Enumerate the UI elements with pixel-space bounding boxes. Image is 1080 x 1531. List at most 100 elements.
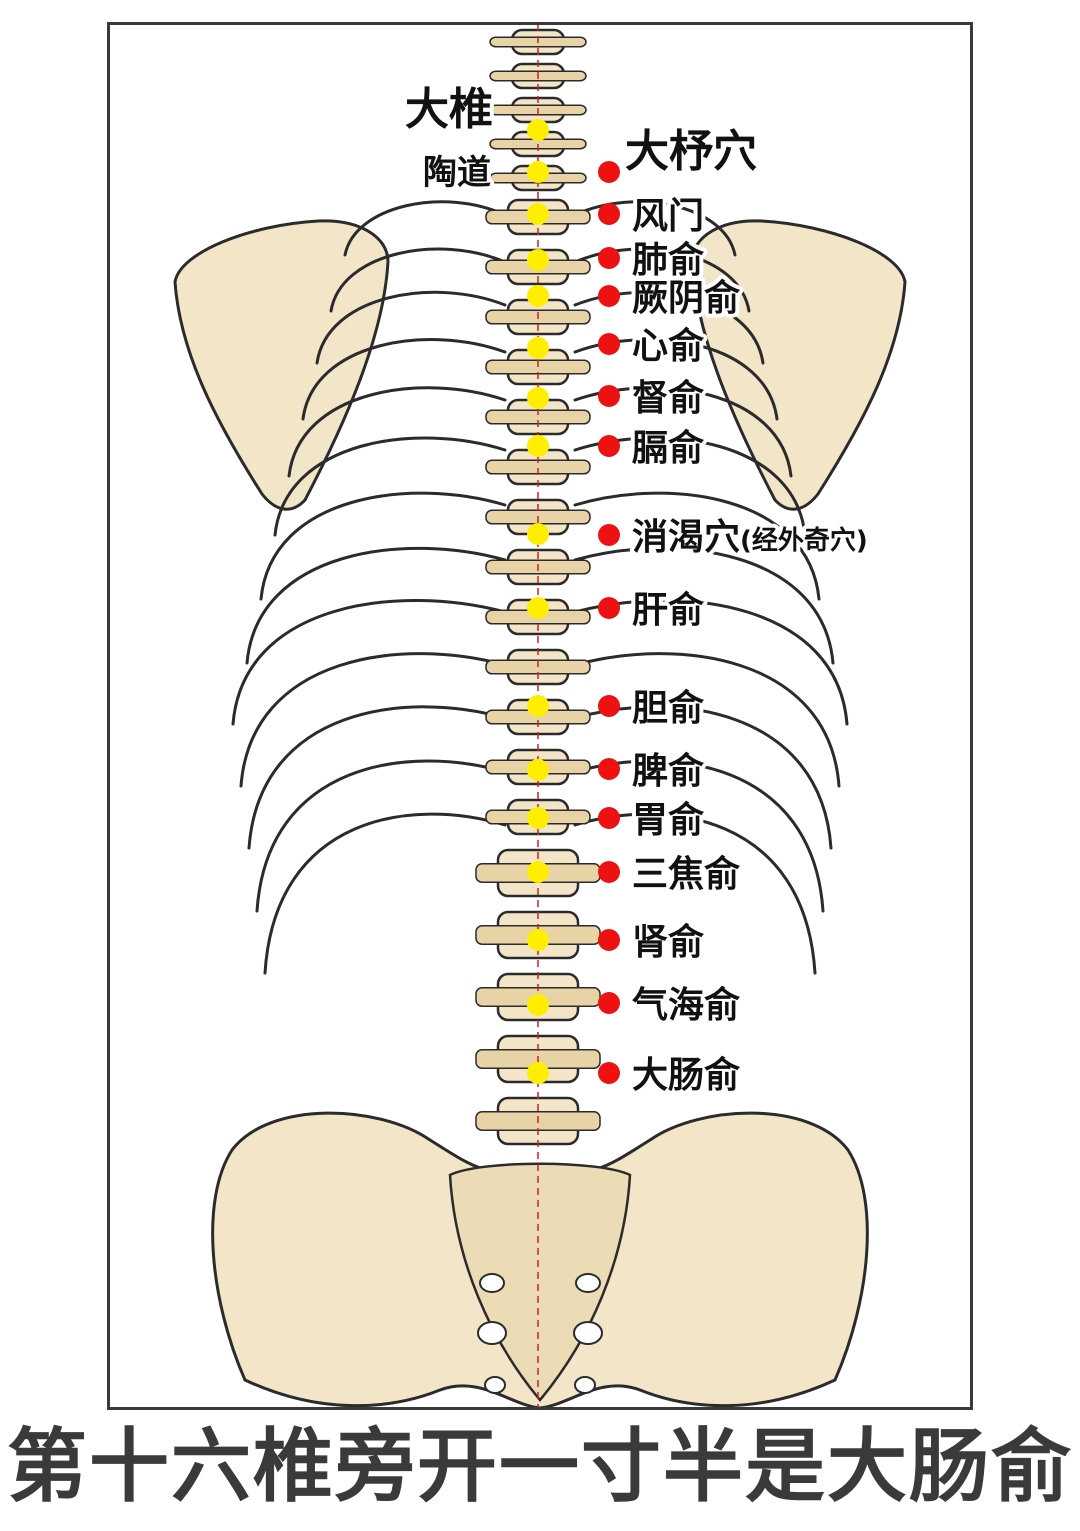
- side-label-text-8: 消渴穴(经外奇穴): [632, 517, 868, 558]
- side-label-text-11: 脾俞: [632, 750, 705, 792]
- bladder-point-15: [598, 992, 620, 1014]
- bladder-point-8: [598, 524, 620, 546]
- svg-text:督俞: 督俞: [632, 377, 705, 419]
- caption: 第十六椎旁开一寸半是大肠俞: [7, 1419, 1073, 1513]
- bladder-point-4: [598, 285, 620, 307]
- left-rib-8: [245, 546, 507, 665]
- left-rib-5: [287, 386, 507, 478]
- svg-text:厥阴俞: 厥阴俞: [632, 277, 741, 319]
- sacrum: [448, 1162, 632, 1402]
- left-rib-6: [273, 436, 507, 537]
- illustration-frame: [107, 22, 973, 1410]
- svg-text:大肠俞: 大肠俞: [632, 1054, 741, 1096]
- governor-point-4: [527, 249, 549, 271]
- bladder-point-13: [598, 861, 620, 883]
- left-rib-2: [329, 247, 507, 313]
- side-label-text-6: 督俞: [632, 377, 705, 419]
- left-scapula: [173, 219, 390, 511]
- bladder-point-14: [598, 929, 620, 951]
- side-label-text-12: 胃俞: [632, 799, 705, 841]
- side-label-text-1: 大杼穴: [625, 126, 757, 177]
- right-rib-10: [573, 652, 841, 788]
- side-label-text-7: 膈俞: [631, 427, 705, 469]
- svg-text:脾俞: 脾俞: [632, 750, 705, 792]
- governor-point-12: [527, 759, 549, 781]
- governor-point-2: [527, 161, 549, 183]
- side-label-text-5: 心俞: [632, 325, 705, 367]
- svg-text:风门: 风门: [632, 196, 704, 237]
- svg-text:消渴穴(经外奇穴): 消渴穴(经外奇穴): [632, 517, 868, 558]
- side-label-note: (经外奇穴): [740, 525, 868, 556]
- bladder-point-7: [598, 435, 620, 457]
- governor-point-15: [527, 929, 549, 951]
- bladder-point-2: [598, 203, 620, 225]
- bladder-point-12: [598, 807, 620, 829]
- governor-point-9: [527, 523, 549, 545]
- left-rib-3: [315, 290, 507, 365]
- side-label-text-2: 风门: [632, 196, 704, 237]
- bladder-point-1: [598, 161, 620, 183]
- right-rib-1: [573, 200, 737, 257]
- side-label-text-3: 肺俞: [632, 239, 705, 281]
- left-rib-10: [239, 652, 507, 788]
- right-rib-9: [573, 599, 849, 726]
- svg-text:气海俞: 气海俞: [632, 984, 741, 1026]
- midline-label-1: 大椎: [405, 84, 493, 135]
- svg-text:三焦俞: 三焦俞: [632, 853, 741, 895]
- left-rib-13: [263, 812, 507, 975]
- governor-point-14: [527, 861, 549, 883]
- bladder-meridian-points: [598, 161, 620, 1084]
- side-label-text-13: 三焦俞: [632, 853, 741, 895]
- governor-vessel-points: [527, 119, 549, 1084]
- midline-label-halo-2: 陶道: [423, 153, 491, 193]
- svg-text:肾俞: 肾俞: [632, 921, 705, 963]
- bladder-point-9: [598, 597, 620, 619]
- svg-text:胃俞: 胃俞: [632, 799, 705, 841]
- left-rib-11: [247, 705, 507, 850]
- svg-text:肺俞: 肺俞: [632, 239, 705, 281]
- left-rib-1: [343, 200, 507, 257]
- side-label-text-16: 大肠俞: [632, 1054, 741, 1096]
- side-label-text-4: 厥阴俞: [632, 277, 741, 319]
- right-rib-7: [573, 491, 821, 601]
- side-label-text-15: 气海俞: [632, 984, 741, 1026]
- side-point-labels: 大杼穴大杼穴风门风门肺俞肺俞厥阴俞厥阴俞心俞心俞督俞督俞膈俞膈俞消渴穴(经外奇穴…: [621, 122, 872, 1100]
- left-rib-4: [301, 338, 507, 421]
- side-label-text-9: 肝俞: [632, 589, 705, 631]
- right-scapula: [690, 219, 907, 511]
- midline-label-2: 陶道: [423, 153, 491, 193]
- bladder-point-5: [598, 333, 620, 355]
- svg-text:心俞: 心俞: [632, 325, 705, 367]
- governor-point-11: [527, 695, 549, 717]
- right-rib-8: [573, 546, 835, 665]
- side-label-8: 消渴穴(经外奇穴)消渴穴(经外奇穴): [628, 513, 872, 562]
- governor-point-17: [527, 1062, 549, 1084]
- svg-text:大杼穴: 大杼穴: [625, 126, 757, 177]
- governor-point-13: [527, 807, 549, 829]
- midline-label-halo-1: 大椎: [405, 84, 493, 135]
- svg-text:膈俞: 膈俞: [631, 427, 705, 469]
- governor-point-7: [527, 387, 549, 409]
- sacral-foramina: [477, 1273, 603, 1394]
- governor-point-8: [527, 435, 549, 457]
- svg-text:胆俞: 胆俞: [632, 687, 705, 729]
- governor-point-5: [527, 285, 549, 307]
- governor-point-1: [527, 119, 549, 141]
- side-label-note: (经外奇穴): [740, 525, 868, 556]
- svg-text:肝俞: 肝俞: [632, 589, 705, 631]
